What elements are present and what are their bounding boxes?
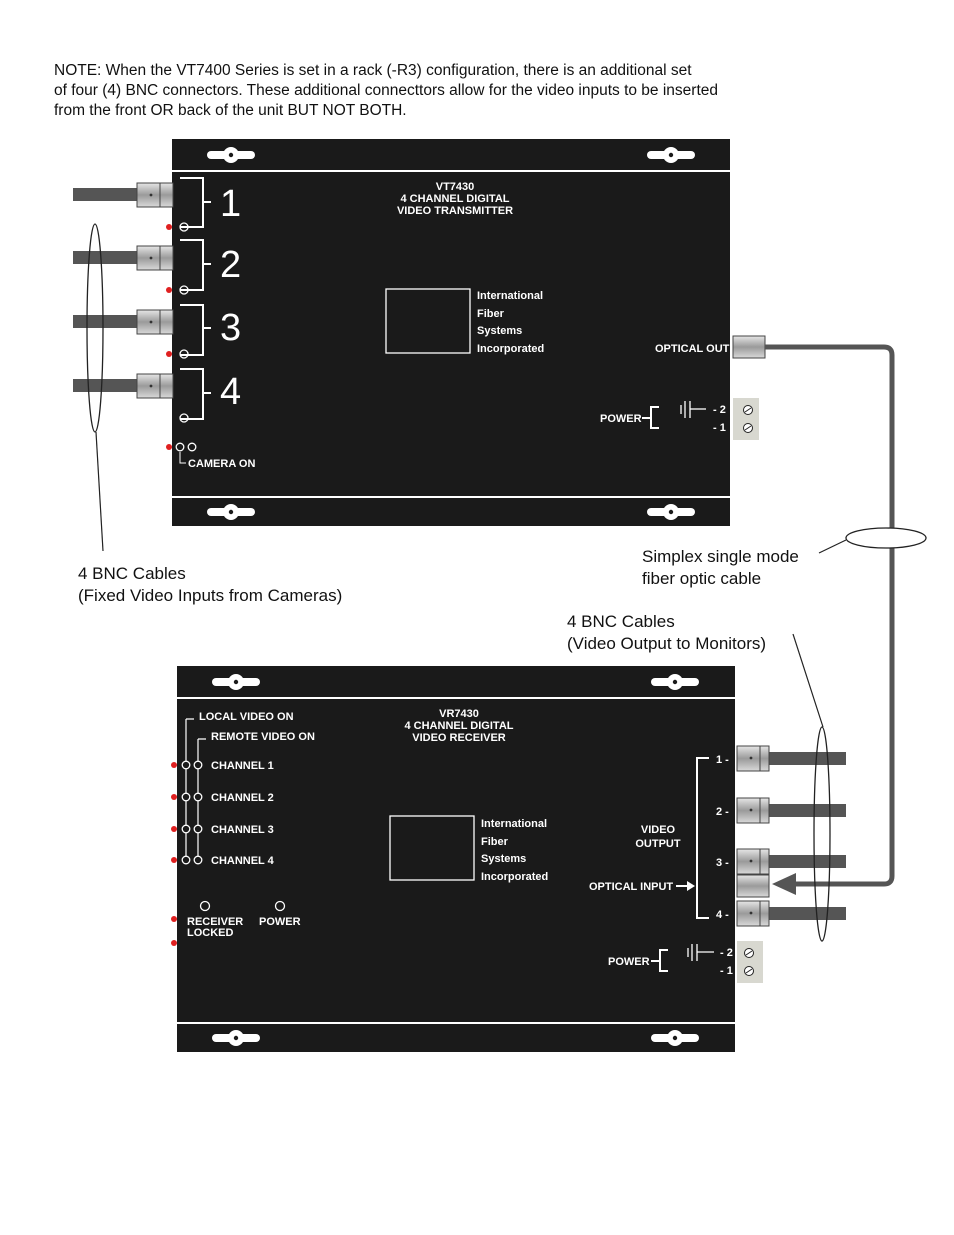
power-led — [274, 900, 286, 912]
receiver-power-label: POWER — [608, 956, 650, 968]
receiver-locked-led — [199, 900, 211, 912]
optical-input-label: OPTICAL INPUT — [589, 881, 673, 893]
receiver-subtitle-2: VIDEO RECEIVER — [412, 732, 506, 744]
fiber-callout-line-1: Simplex single mode — [642, 547, 799, 566]
fiber-callout-line-2: fiber optic cable — [642, 569, 762, 588]
input-number-2: 2 — [220, 244, 241, 286]
remote-video-on-label: REMOTE VIDEO ON — [211, 731, 315, 743]
video-output-label-2: OUTPUT — [635, 838, 681, 850]
company-line-4: Incorporated — [481, 871, 548, 883]
note-line-2: of four (4) BNC connectors. These additi… — [54, 82, 718, 99]
ground-symbol-icon — [680, 401, 706, 418]
input-number-1: 1 — [220, 183, 241, 225]
receiver-body — [177, 666, 735, 1052]
output-number-2: 2 - — [716, 806, 729, 818]
arrow-left-icon — [772, 873, 796, 895]
optical-out-label: OPTICAL OUT — [655, 343, 730, 355]
installation-note: NOTE: When the VT7400 Series is set in a… — [54, 61, 814, 121]
company-line-3: Systems — [477, 325, 522, 337]
transmitter-subtitle-2: VIDEO TRANSMITTER — [397, 205, 513, 217]
receiver-model: VR7430 — [439, 708, 479, 720]
receiver-subtitle-1: 4 CHANNEL DIGITAL — [405, 720, 514, 732]
ground-symbol-icon — [687, 944, 714, 961]
note-line-3: from the front OR back of the unit BUT N… — [54, 102, 407, 119]
input-cable-bundle-marker — [86, 223, 104, 433]
output-cable-bundle-marker — [813, 726, 831, 942]
receiver-output-cables — [736, 745, 846, 927]
output-cables-callout-line-2: (Video Output to Monitors) — [567, 634, 767, 653]
input-number-3: 3 — [220, 307, 241, 349]
company-line-1: International — [477, 290, 543, 302]
fiber-callout: Simplex single mode fiber optic cable — [642, 546, 799, 590]
local-video-on-label: LOCAL VIDEO ON — [199, 711, 294, 723]
transmitter-unit: 1 2 3 4 CAMERA ON VT7430 4 CHANNEL DIGIT… — [73, 139, 766, 526]
company-line-1: International — [481, 818, 547, 830]
note-line-1: NOTE: When the VT7400 Series is set in a… — [54, 62, 692, 79]
optical-out-connector — [732, 335, 766, 359]
company-line-3: Systems — [481, 853, 526, 865]
company-line-2: Fiber — [477, 308, 505, 320]
input-cables-callout-line-1: 4 BNC Cables — [78, 564, 186, 583]
channel-label-3: CHANNEL 3 — [211, 824, 274, 836]
fiber-cable-marker — [845, 527, 927, 549]
output-cables-callout-line-1: 4 BNC Cables — [567, 612, 675, 631]
output-number-1: 1 - — [716, 754, 729, 766]
camera-on-leds — [175, 442, 197, 464]
fiber-optic-cable — [765, 344, 895, 887]
transmitter-terminal-1: - 1 — [713, 422, 726, 434]
screw-icon — [743, 405, 753, 415]
video-output-label-1: VIDEO — [641, 824, 676, 836]
receiver-locked-label-1: RECEIVER — [187, 916, 243, 928]
transmitter-model: VT7430 — [436, 181, 475, 193]
output-number-3: 3 - — [716, 857, 729, 869]
transmitter-power-label: POWER — [600, 413, 642, 425]
logo-box — [385, 288, 471, 354]
camera-on-label: CAMERA ON — [188, 458, 255, 470]
output-cables-callout: 4 BNC Cables (Video Output to Monitors) — [567, 611, 766, 655]
output-number-4: 4 - — [716, 909, 729, 921]
screw-icon — [744, 966, 754, 976]
company-line-2: Fiber — [481, 836, 509, 848]
optical-input-connector — [736, 874, 770, 898]
input-status-leds — [166, 222, 189, 450]
receiver-locked-label-2: LOCKED — [187, 927, 234, 939]
input-cables-callout-line-2: (Fixed Video Inputs from Cameras) — [78, 586, 343, 605]
input-cables-callout: 4 BNC Cables (Fixed Video Inputs from Ca… — [78, 563, 342, 607]
transmitter-body — [172, 139, 730, 526]
channel-leds — [171, 760, 203, 946]
video-output-bracket — [696, 757, 709, 919]
receiver-power-terminal — [737, 941, 763, 983]
channel-label-1: CHANNEL 1 — [211, 760, 274, 772]
arrow-right-icon — [676, 881, 695, 891]
receiver-unit: VR7430 4 CHANNEL DIGITAL VIDEO RECEIVER … — [171, 666, 763, 1052]
screw-icon — [744, 948, 754, 958]
receiver-terminal-2: - 2 — [720, 947, 733, 959]
receiver-terminal-1: - 1 — [720, 965, 733, 977]
input-brackets — [180, 177, 211, 420]
transmitter-subtitle-1: 4 CHANNEL DIGITAL — [401, 193, 510, 205]
screw-icon — [743, 423, 753, 433]
input-number-4: 4 — [220, 371, 241, 413]
company-line-4: Incorporated — [477, 343, 544, 355]
power-led-label: POWER — [259, 916, 301, 928]
transmitter-input-cables — [73, 182, 174, 399]
channel-label-4: CHANNEL 4 — [211, 855, 275, 867]
channel-label-2: CHANNEL 2 — [211, 792, 274, 804]
transmitter-power-terminal — [733, 398, 759, 440]
transmitter-terminal-2: - 2 — [713, 404, 726, 416]
logo-box — [389, 815, 475, 881]
